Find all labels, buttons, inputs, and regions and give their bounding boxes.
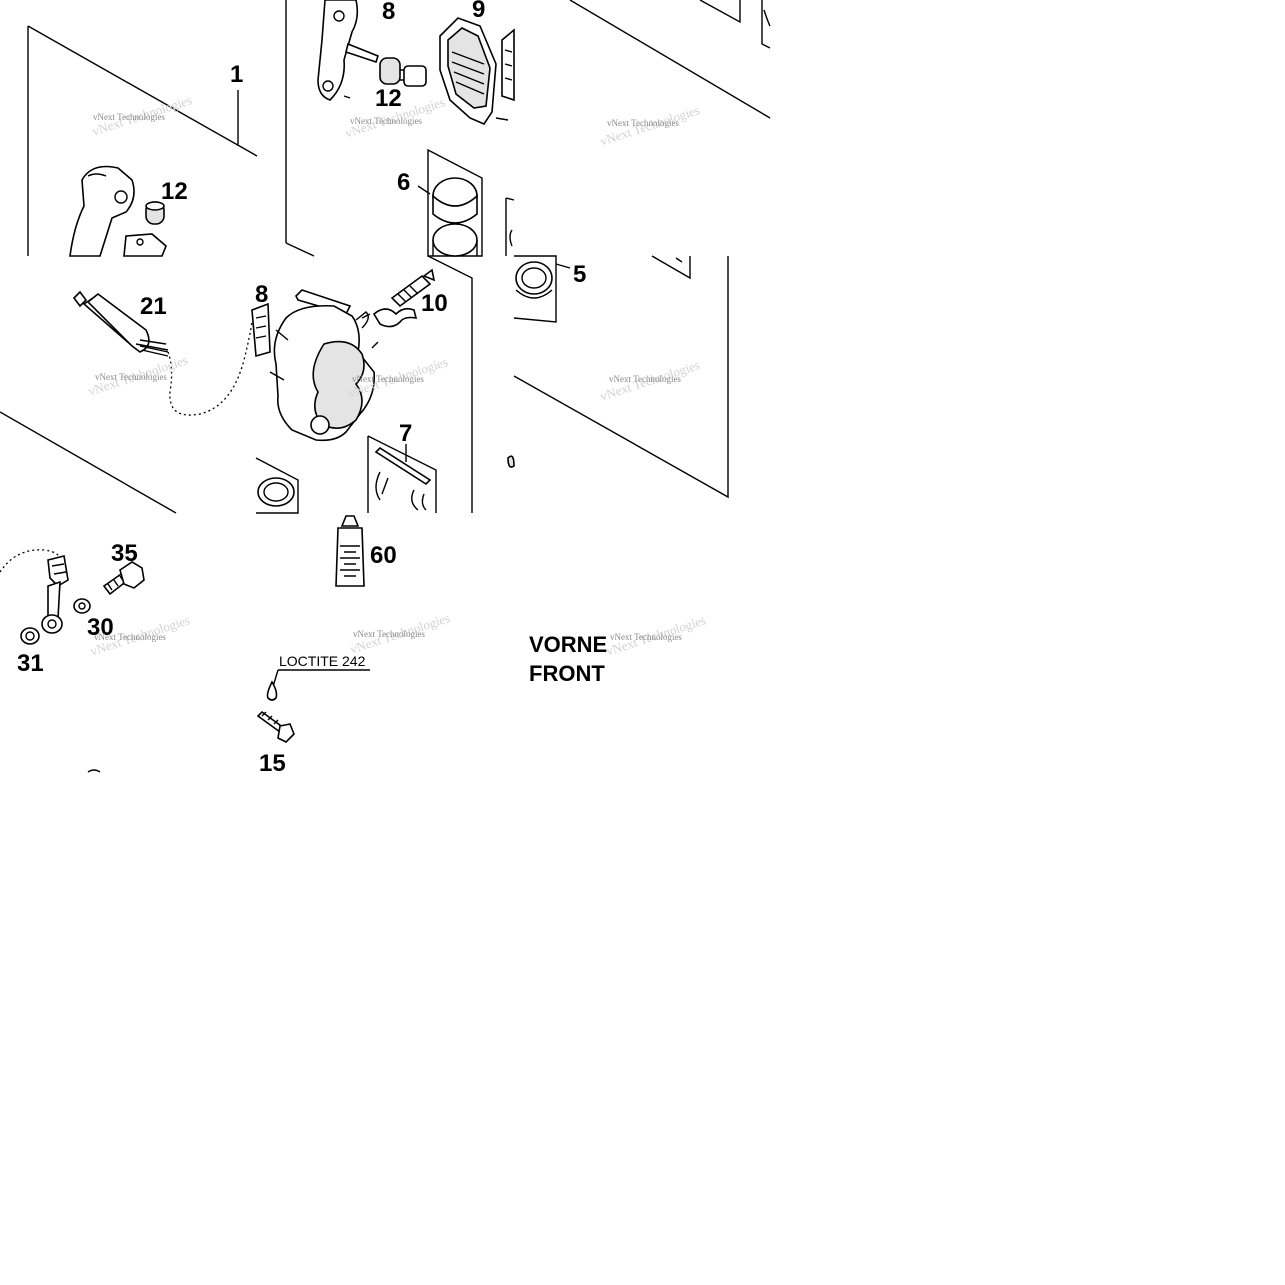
tile-loctite: [256, 515, 370, 743]
label-part-10: 10: [421, 290, 448, 317]
label-part-30: 30: [87, 614, 114, 641]
label-part-5: 5: [573, 261, 586, 288]
tile-caliper-pins: [285, 0, 515, 257]
watermark-4: vNext Technologies: [95, 372, 167, 382]
tile-frame-top-right: [569, 0, 771, 119]
label-part-15: 15: [259, 750, 286, 777]
label-part-60: 60: [370, 542, 397, 569]
direction-indicator: VORNE FRONT: [529, 632, 607, 686]
washer-31: [20, 627, 40, 645]
tile-brake-carrier: [27, 25, 258, 257]
loctite-note: LOCTITE 242: [279, 653, 366, 669]
watermark-6: vNext Technologies: [609, 374, 681, 384]
guide-pin-8b: [251, 302, 271, 358]
watermark-1: vNext Technologies: [93, 112, 165, 122]
label-part-7: 7: [399, 420, 412, 447]
label-part-12a: 12: [161, 178, 188, 205]
watermark-7: vNext Technologies: [94, 632, 166, 642]
part-number-labels: 1 12 8 9 12 6 5 21 8 10 7 35 60 30 31 15: [17, 0, 586, 777]
label-part-8a: 8: [382, 0, 395, 25]
guide-pin-bracket-8a: [317, 0, 379, 101]
pin-kit-7: [367, 435, 437, 513]
tile-caliper-body: [255, 255, 473, 514]
brake-pad-9-partial: [501, 28, 515, 102]
tile-brake-line: [0, 290, 271, 514]
watermark-2: vNext Technologies: [350, 116, 422, 126]
piston-set-6: [417, 148, 483, 257]
label-part-9: 9: [472, 0, 485, 23]
direction-line-2: FRONT: [529, 661, 605, 686]
seal-ring-5: [515, 261, 553, 299]
grease-tube-60: [335, 515, 365, 587]
pad-clip: [123, 233, 167, 257]
brake-hose-sleeve-21: [72, 290, 169, 357]
tile-banjo-bolt: [0, 549, 145, 773]
watermark-3: vNext Technologies: [607, 118, 679, 128]
label-part-21: 21: [140, 293, 167, 320]
bushing-12b: [379, 57, 427, 87]
watermark-8: vNext Technologies: [353, 629, 425, 639]
label-part-35: 35: [111, 540, 138, 567]
tile-seal-5: [507, 255, 729, 499]
brake-pad-9: [439, 17, 509, 125]
direction-line-1: VORNE: [529, 632, 607, 657]
caliper-carrier-bracket: [69, 165, 135, 257]
washer-30: [73, 598, 91, 614]
brake-hose-end: [41, 555, 69, 634]
caliper-housing: [269, 289, 376, 442]
label-part-8b: 8: [255, 281, 268, 308]
label-part-1: 1: [230, 61, 243, 88]
watermark-9: vNext Technologies: [610, 632, 682, 642]
bolt-15: [256, 710, 295, 743]
bushing-12a: [145, 201, 165, 225]
bleeder-valve-10: [361, 268, 436, 349]
label-part-6: 6: [397, 169, 410, 196]
label-part-31: 31: [17, 650, 44, 677]
banjo-bolt-35: [102, 561, 145, 596]
watermark-5: vNext Technologies: [352, 374, 424, 384]
label-part-12b: 12: [375, 85, 402, 112]
seal-ring-left: [255, 457, 299, 514]
